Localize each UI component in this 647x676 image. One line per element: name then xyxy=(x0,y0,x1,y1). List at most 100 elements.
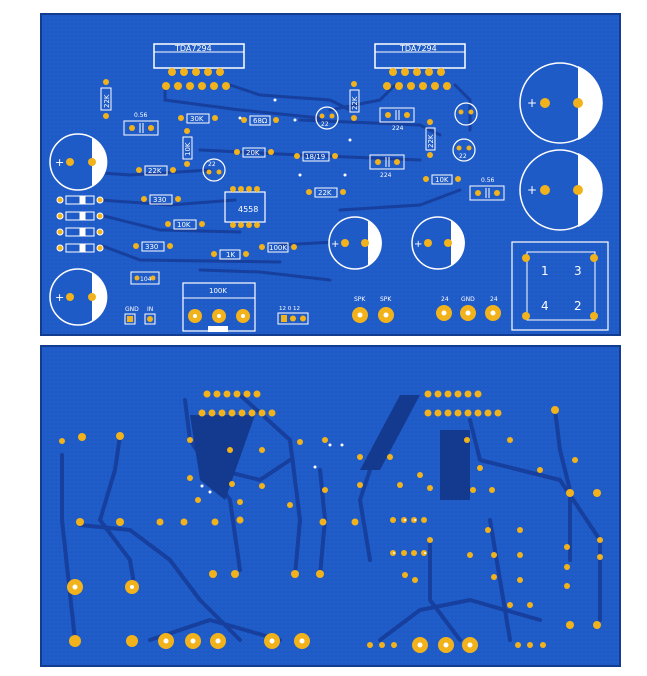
film-cap-5: 104 xyxy=(130,271,160,285)
top-vias xyxy=(238,98,352,177)
bridge-pin-4: 4 xyxy=(541,299,549,313)
film-capacitors: 0.56 224 224 0.56 104 xyxy=(123,107,505,285)
bridge-rectifier: 1 3 4 2 xyxy=(511,241,609,331)
film-cap-2-label: 224 xyxy=(392,125,404,132)
resistor-5: 20K xyxy=(234,147,274,158)
speaker-terminals: SPK SPK xyxy=(352,296,394,323)
resistor-10-label: 10K xyxy=(435,176,449,184)
diode-2 xyxy=(56,211,104,221)
opamp-4558-label: 4558 xyxy=(238,205,258,214)
small-cap-3 xyxy=(454,102,478,126)
svg-text:+: + xyxy=(331,239,339,250)
small-cap-4 xyxy=(452,138,476,162)
resistor-4-label: 22K xyxy=(351,96,359,110)
bottom-board-substrate xyxy=(40,345,621,667)
ic-tda7294-left-label: TDA7294 xyxy=(174,44,212,53)
film-cap-3-label: 224 xyxy=(380,172,392,179)
small-cap-2 xyxy=(202,158,226,182)
terminal-label-24-a: 24 xyxy=(441,296,449,303)
ic-tda7294-right: TDA7294 xyxy=(374,43,466,90)
cap-top-right-upper: + xyxy=(519,62,603,144)
input-terminals: GND IN xyxy=(124,306,156,325)
resistor-3-label: 68Ω xyxy=(253,117,268,125)
terminal-label-gnd: GND xyxy=(461,296,475,303)
film-cap-2: 224 xyxy=(379,107,415,132)
opamp-4558: 4558 xyxy=(224,186,266,228)
film-cap-1-label: 0.56 xyxy=(134,112,148,119)
resistor-11-label: 330 xyxy=(153,196,166,204)
cap-center-left: + xyxy=(328,216,382,270)
bridge-pin-2: 2 xyxy=(574,299,582,313)
resistor-7-label: 22K xyxy=(148,167,162,175)
resistor-8: 18/19 xyxy=(294,151,338,162)
top-traces xyxy=(58,83,472,282)
svg-text:+: + xyxy=(414,239,422,250)
terminal-label-spk-2: SPK xyxy=(380,296,392,303)
potentiometer-label: 100K xyxy=(209,287,227,295)
bottom-ic-pads xyxy=(198,390,502,417)
bottom-board xyxy=(40,345,621,667)
resistors: 22K 30K 68Ω 22K 20K 10K 22K 18/19 22K 10… xyxy=(100,79,461,260)
small-cap-1 xyxy=(315,106,339,130)
resistor-15-label: 100K xyxy=(269,244,287,252)
film-cap-3: 224 xyxy=(369,154,405,179)
cap-left-upper: + xyxy=(49,133,108,191)
cap-center-right: + xyxy=(411,216,465,270)
ic-tda7294-right-label: TDA7294 xyxy=(399,44,437,53)
small-electrolytics: 22 22 22 xyxy=(202,102,478,182)
resistor-1: 22K xyxy=(100,79,112,119)
resistor-13-label: 330 xyxy=(145,243,158,251)
electrolytic-capacitors: + + + + xyxy=(49,62,603,326)
bridge-pin-1: 1 xyxy=(541,264,549,278)
resistor-7: 22K xyxy=(136,165,176,176)
film-cap-4-label: 0.56 xyxy=(481,177,495,184)
resistor-4: 22K xyxy=(349,81,360,121)
bottom-vias xyxy=(200,443,426,554)
bottom-copper-pours xyxy=(190,395,470,500)
cap-top-right-lower: + xyxy=(519,149,603,231)
resistor-16: 22K xyxy=(306,187,346,198)
terminal-label-spk-1: SPK xyxy=(354,296,366,303)
resistor-16-label: 22K xyxy=(318,189,332,197)
small-cap-2-label: 22 xyxy=(208,161,216,168)
terminal-label-gnd-in: GND xyxy=(125,306,139,313)
diode-4 xyxy=(56,243,104,253)
resistor-1-label: 22K xyxy=(103,94,111,108)
bridge-pin-3: 3 xyxy=(574,264,582,278)
cap-left-lower: + xyxy=(49,268,108,326)
terminal-label-24-b: 24 xyxy=(490,296,498,303)
resistor-14: 1K xyxy=(211,249,249,260)
resistor-12: 10K xyxy=(165,219,205,230)
diodes xyxy=(56,195,104,253)
resistor-11: 330 xyxy=(141,194,181,205)
resistor-8-label: 18/19 xyxy=(305,153,325,161)
potentiometer-100k: 100K xyxy=(182,282,256,332)
resistor-5-label: 20K xyxy=(246,149,260,157)
resistor-14-label: 1K xyxy=(226,251,235,259)
resistor-9: 22K xyxy=(425,119,436,158)
resistor-2-label: 30K xyxy=(190,115,204,123)
svg-text:+: + xyxy=(527,183,537,197)
resistor-13: 330 xyxy=(133,241,173,252)
small-cap-1-label: 22 xyxy=(321,121,329,128)
svg-text:+: + xyxy=(55,156,64,169)
power-jumper-label: 12 0 12 xyxy=(279,306,300,312)
terminal-label-in: IN xyxy=(147,306,153,313)
resistor-10: 10K xyxy=(423,174,461,185)
bottom-large-pad-holes xyxy=(72,584,473,648)
top-board: TDA7294 TDA7294 + xyxy=(40,13,621,336)
resistor-6-label: 10K xyxy=(184,142,192,156)
power-terminals: 24 GND 24 xyxy=(436,296,501,321)
film-cap-4: 0.56 xyxy=(469,177,505,201)
film-cap-1: 0.56 xyxy=(123,112,159,136)
ic-tda7294-left: TDA7294 xyxy=(153,43,245,90)
diode-1 xyxy=(56,195,104,205)
resistor-6: 10K xyxy=(182,128,193,167)
bottom-small-pads xyxy=(59,406,603,648)
diode-3 xyxy=(56,227,104,237)
small-cap-4-label: 22 xyxy=(459,153,467,160)
film-cap-5-label: 104 xyxy=(140,276,152,283)
resistor-2: 30K xyxy=(178,113,218,124)
resistor-3: 68Ω xyxy=(241,115,279,126)
